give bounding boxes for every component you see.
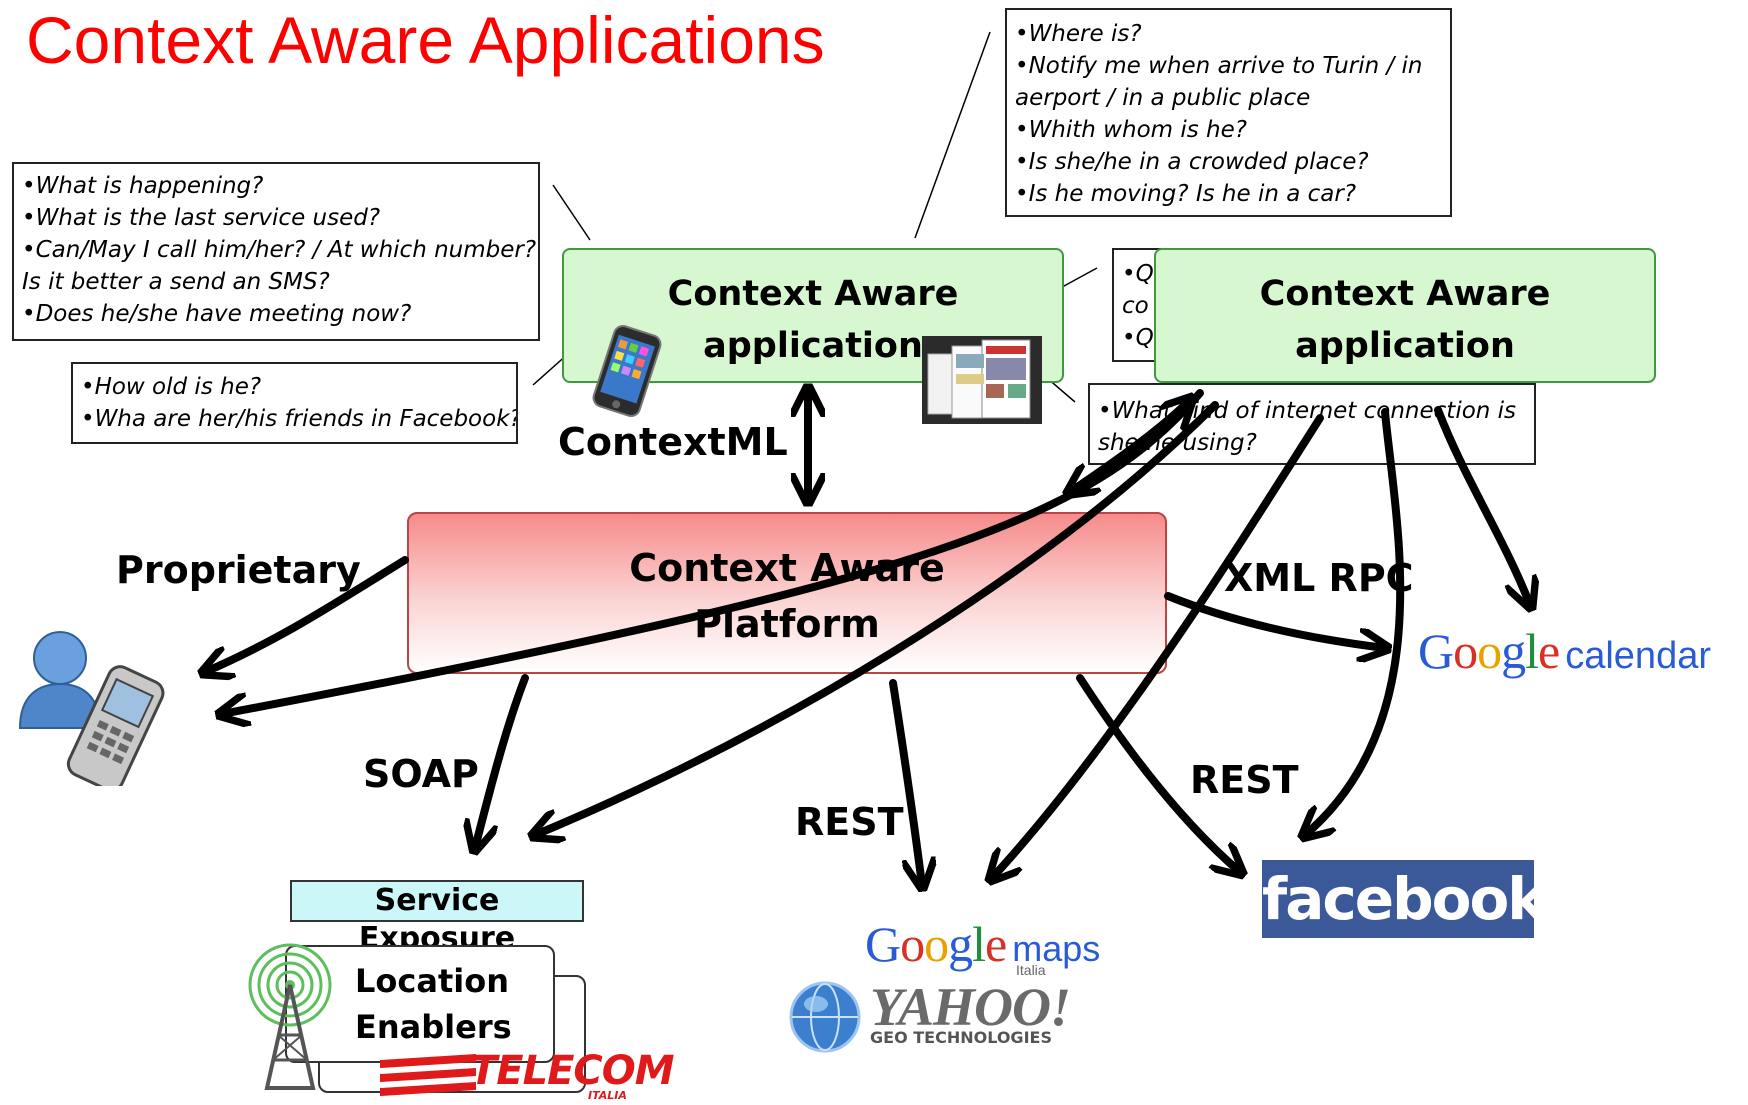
- callout-middle-partial: •Q co •Q: [1112, 248, 1192, 362]
- callout-line: •How old is he?: [81, 374, 262, 400]
- app-title-line2: application: [1295, 326, 1515, 366]
- browser-screens-icon: [922, 336, 1042, 424]
- location-enablers-label: Location Enablers: [355, 958, 512, 1050]
- page-title: Context Aware Applications: [26, 3, 825, 77]
- arrow-app-to-google-calendar: [1434, 406, 1530, 605]
- app-title-line1: Context Aware: [667, 274, 959, 314]
- google-maps-subtext: Italia: [1016, 962, 1046, 978]
- arrow-proprietary: [205, 556, 409, 672]
- arrow-app-to-facebook: [1305, 408, 1405, 835]
- callout-line: •Does he/she have meeting now?: [22, 301, 412, 327]
- callout-line: •Is he moving? Is he in a car?: [1015, 181, 1357, 207]
- label-rest-right: REST: [1190, 758, 1299, 802]
- arrow-app-to-service-exposure: [535, 401, 1219, 835]
- yahoo-logo-subtext: GEO TECHNOLOGIES: [870, 1028, 1052, 1047]
- telecom-stripes-icon: [380, 1054, 476, 1096]
- arrow-app-to-google-maps: [992, 414, 1324, 878]
- callout-left-bottom: •How old is he? •Wha are her/his friends…: [71, 362, 518, 444]
- callout-line: •Where is?: [1015, 21, 1142, 47]
- callout-top-right: •Where is? •Notify me when arrive to Tur…: [1005, 8, 1452, 217]
- callout-line: aerport / in a public place: [1015, 85, 1311, 111]
- facebook-logo: facebook: [1262, 860, 1546, 938]
- label-rest-middle: REST: [795, 800, 904, 844]
- callout-line: •Is she/he in a crowded place?: [1015, 149, 1369, 175]
- arrow-app-to-user: [222, 389, 1204, 714]
- app-title-line2: application: [703, 326, 923, 366]
- google-calendar-suffix: calendar: [1565, 635, 1711, 677]
- label-proprietary: Proprietary: [116, 548, 361, 592]
- app-title-line1: Context Aware: [1259, 274, 1551, 314]
- context-aware-app-right: Context Aware application: [1154, 248, 1656, 383]
- callout-line: •Q: [1122, 325, 1154, 351]
- label-xml-rpc: XML RPC: [1224, 556, 1414, 600]
- callout-line: Is it better a send an SMS?: [22, 269, 330, 295]
- arrow-soap: [475, 674, 529, 848]
- location-line1: Location: [355, 962, 509, 1000]
- user-with-phone-icon: [18, 631, 165, 786]
- callout-line: •Whith whom is he?: [1015, 117, 1247, 143]
- globe-icon: [789, 981, 861, 1053]
- callout-line: co: [1122, 293, 1149, 319]
- google-wordmark: Google: [865, 916, 1007, 972]
- smartphone-icon: [592, 325, 662, 417]
- arrow-rest-right: [1076, 674, 1240, 872]
- callout-left-top: •What is happening? •What is the last se…: [12, 162, 540, 341]
- label-soap: SOAP: [363, 752, 479, 796]
- callout-line: •Q: [1122, 261, 1154, 287]
- google-wordmark: Google: [1418, 623, 1560, 679]
- telecom-logo-subtext: ITALIA: [588, 1089, 627, 1102]
- telecom-logo-text: TELECOM: [470, 1048, 675, 1094]
- arrow-rest-middle: [889, 679, 922, 885]
- yahoo-logo-text: YAHOO!: [870, 977, 1071, 1037]
- location-line2: Enablers: [355, 1008, 512, 1046]
- callout-line: •What is the last service used?: [22, 205, 381, 231]
- callout-line: •Notify me when arrive to Turin / in: [1015, 53, 1423, 79]
- callout-line: •Wha are her/his friends in Facebook?: [81, 406, 518, 432]
- antenna-tower-icon: [248, 943, 332, 1090]
- callout-line: •What is happening?: [22, 173, 264, 199]
- callout-line: •Can/May I call him/her? / At which numb…: [22, 237, 537, 263]
- label-contextml: ContextML: [558, 420, 788, 464]
- google-maps-suffix: maps: [1012, 928, 1101, 969]
